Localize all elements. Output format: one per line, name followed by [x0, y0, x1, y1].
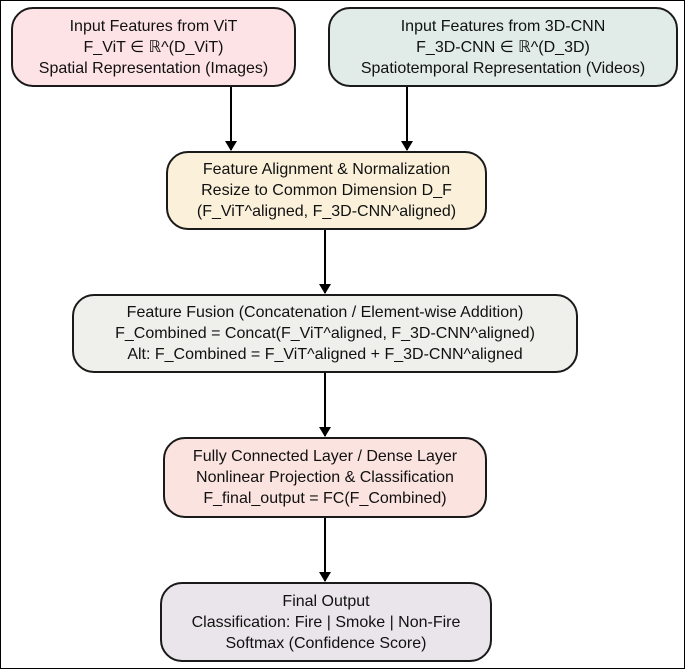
- node-line: Final Output: [282, 592, 370, 610]
- node-3dcnn-input: Input Features from 3D-CNN F_3D-CNN ∈ ℝ^…: [328, 7, 678, 87]
- node-line: Spatiotemporal Representation (Videos): [360, 59, 646, 77]
- node-line: Feature Alignment & Normalization: [202, 161, 451, 178]
- node-feature-fusion: Feature Fusion (Concatenation / Element-…: [72, 294, 578, 373]
- node-fully-connected: Fully Connected Layer / Dense Layer Nonl…: [163, 437, 487, 518]
- node-line: F_final_output = FC(F_Combined): [203, 490, 447, 507]
- node-line: Alt: F_Combined = F_ViT^aligned + F_3D-C…: [127, 346, 523, 363]
- node-line: Resize to Common Dimension D_F: [201, 182, 452, 199]
- node-line: F_Combined = Concat(F_ViT^aligned, F_3D-…: [115, 325, 535, 342]
- node-final-output: Final Output Classification: Fire | Smok…: [160, 582, 492, 662]
- node-line: Fully Connected Layer / Dense Layer: [192, 448, 458, 465]
- node-line: (F_ViT^aligned, F_3D-CNN^aligned): [196, 203, 457, 220]
- node-line: F_ViT ∈ ℝ^(D_ViT): [83, 38, 224, 56]
- node-line: Classification: Fire | Smoke | Non-Fire: [191, 613, 461, 631]
- node-line: Spatial Representation (Images): [38, 59, 269, 77]
- node-line: Input Features from ViT: [69, 17, 238, 35]
- node-line: Input Features from 3D-CNN: [400, 17, 606, 35]
- node-line: Softmax (Confidence Score): [225, 634, 427, 652]
- node-line: Nonlinear Projection & Classification: [196, 469, 454, 486]
- node-line: Feature Fusion (Concatenation / Element-…: [126, 304, 524, 321]
- node-vit-input: Input Features from ViT F_ViT ∈ ℝ^(D_ViT…: [11, 7, 296, 87]
- node-line: F_3D-CNN ∈ ℝ^(D_3D): [416, 38, 590, 56]
- node-feature-alignment: Feature Alignment & Normalization Resize…: [166, 151, 487, 230]
